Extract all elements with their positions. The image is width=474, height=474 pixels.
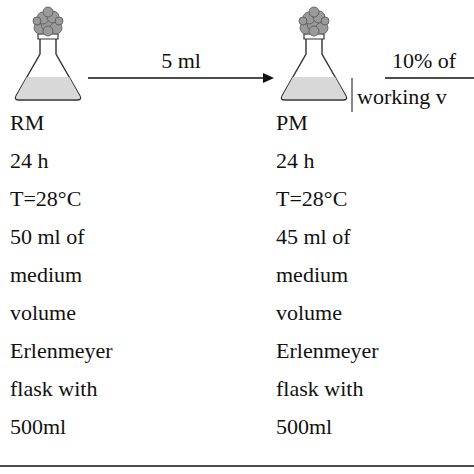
flask-caption: Erlenmeyer flask with 500ml [10,332,135,446]
erlenmeyer-flask [10,4,86,104]
outgoing-line [385,77,474,79]
flask-caption: 24 h [10,142,135,180]
flask-node: PM24 hT=28°C45 ml of medium volumeErlenm… [276,4,401,446]
bracket-line [352,78,353,112]
flask-caption: 24 h [276,142,401,180]
flask-caption: T=28°C [10,180,135,218]
flask-caption: T=28°C [276,180,401,218]
erlenmeyer-flask [276,4,352,104]
flask-caption: RM [10,104,135,142]
flask-caption: 50 ml of medium volume [10,218,135,332]
transfer-arrow [88,73,274,83]
transfer-note: working v [355,84,449,110]
edge-label: 5 ml [159,48,203,74]
flask-caption: Erlenmeyer flask with 500ml [276,332,401,446]
flask-caption: 45 ml of medium volume [276,218,401,332]
flask-node: RM24 hT=28°C50 ml of medium volumeErlenm… [10,4,135,446]
frame-line [0,465,474,467]
transfer-note: 10% of [390,48,458,74]
